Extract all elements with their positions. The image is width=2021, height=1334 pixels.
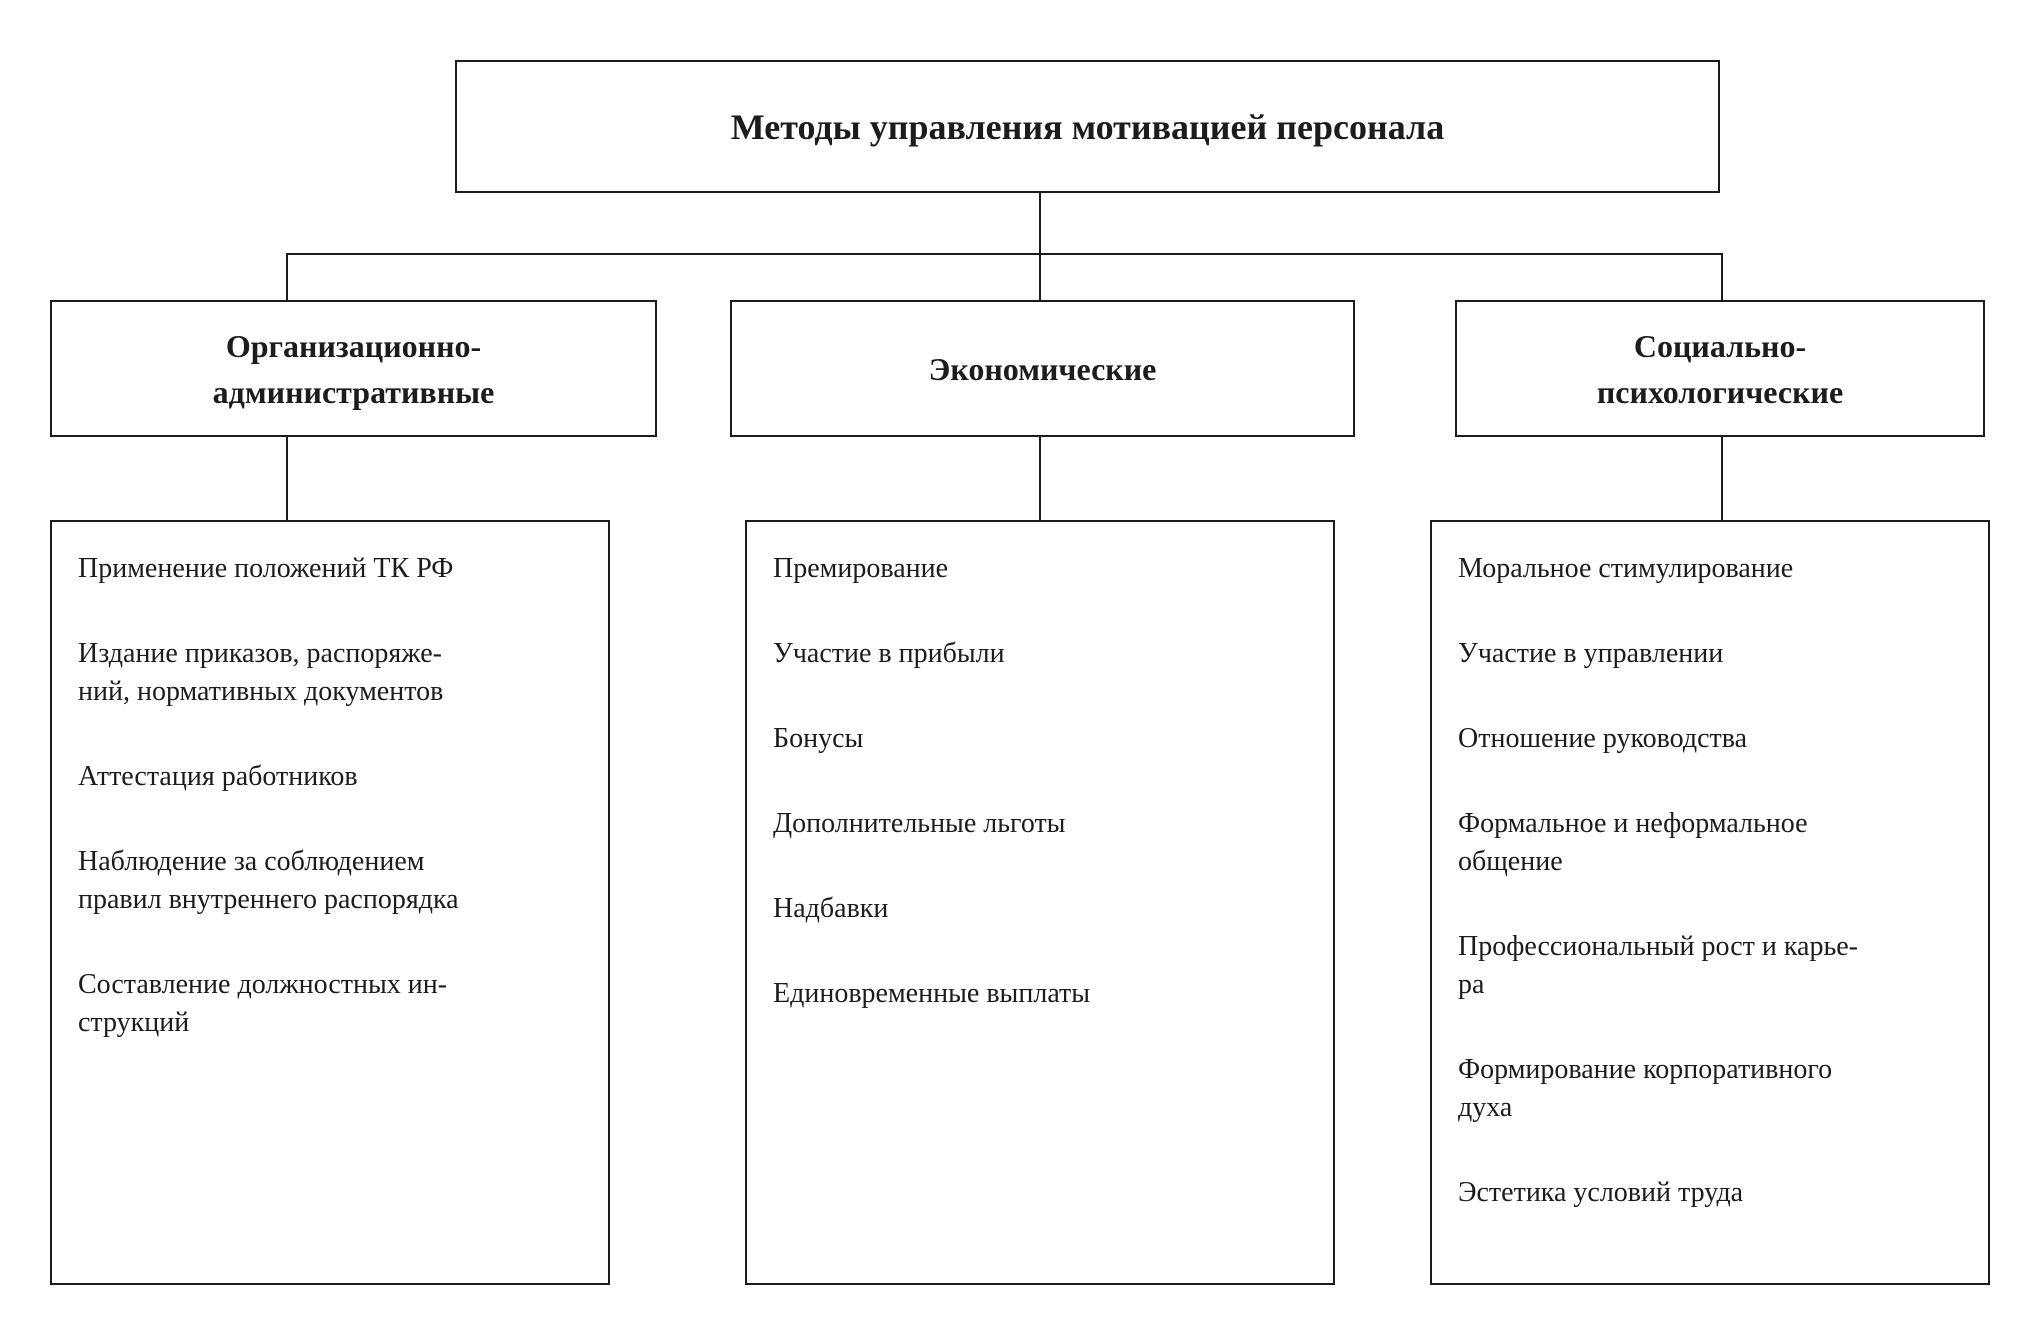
list-item: Аттестация работников [78,761,358,792]
list-item: Эстетика условий труда [1458,1177,1744,1208]
branch-label: Экономические [928,350,1157,387]
connector-stub-left [286,437,288,520]
list-item: Формирование корпоративного духа [1458,1054,1833,1123]
branch-organizational-administrative: Организационно- административные [50,300,657,437]
list-item: Профессиональный рост и карье- ра [1458,931,1858,1000]
branch-economic: Экономические [730,300,1355,437]
list-item: Издание приказов, распоряже- ний, нормат… [78,638,444,707]
connector-drop-left [286,255,288,300]
list-item: Применение положений ТК РФ [78,553,454,584]
branch-social-psychological: Социально- психологические [1455,300,1985,437]
list-item: Надбавки [773,893,889,924]
list-item: Наблюдение за соблюдением правил внутрен… [78,846,459,915]
list-item: Бонусы [773,723,864,754]
connector-drop-right [1721,255,1723,300]
list-item: Моральное стимулирование [1458,553,1794,584]
list-item: Отношение руководства [1458,723,1748,754]
connector-horizontal [286,253,1723,255]
root-node-box: Методы управления мотивацией персонала [455,60,1720,193]
list-item: Единовременные выплаты [773,978,1091,1009]
connector-drop-middle [1039,255,1041,300]
branch-label: Организационно- административные [212,327,495,410]
list-item: Участие в прибыли [773,638,1005,669]
branch-label: Социально- психологические [1596,327,1844,410]
diagram-title: Методы управления мотивацией персонала [730,106,1445,147]
connector-stub-right [1721,437,1723,520]
connector-root-stem [1039,193,1041,255]
list-item: Премирование [773,553,949,584]
details-organizational-administrative: Применение положений ТК РФ Издание приказ… [50,520,610,1285]
list-item: Формальное и неформальное общение [1458,808,1808,877]
connector-stub-middle [1039,437,1041,520]
list-item: Составление должностных ин- струкций [78,969,448,1038]
list-item: Участие в управлении [1458,638,1724,669]
list-item: Дополнительные льготы [773,808,1066,839]
